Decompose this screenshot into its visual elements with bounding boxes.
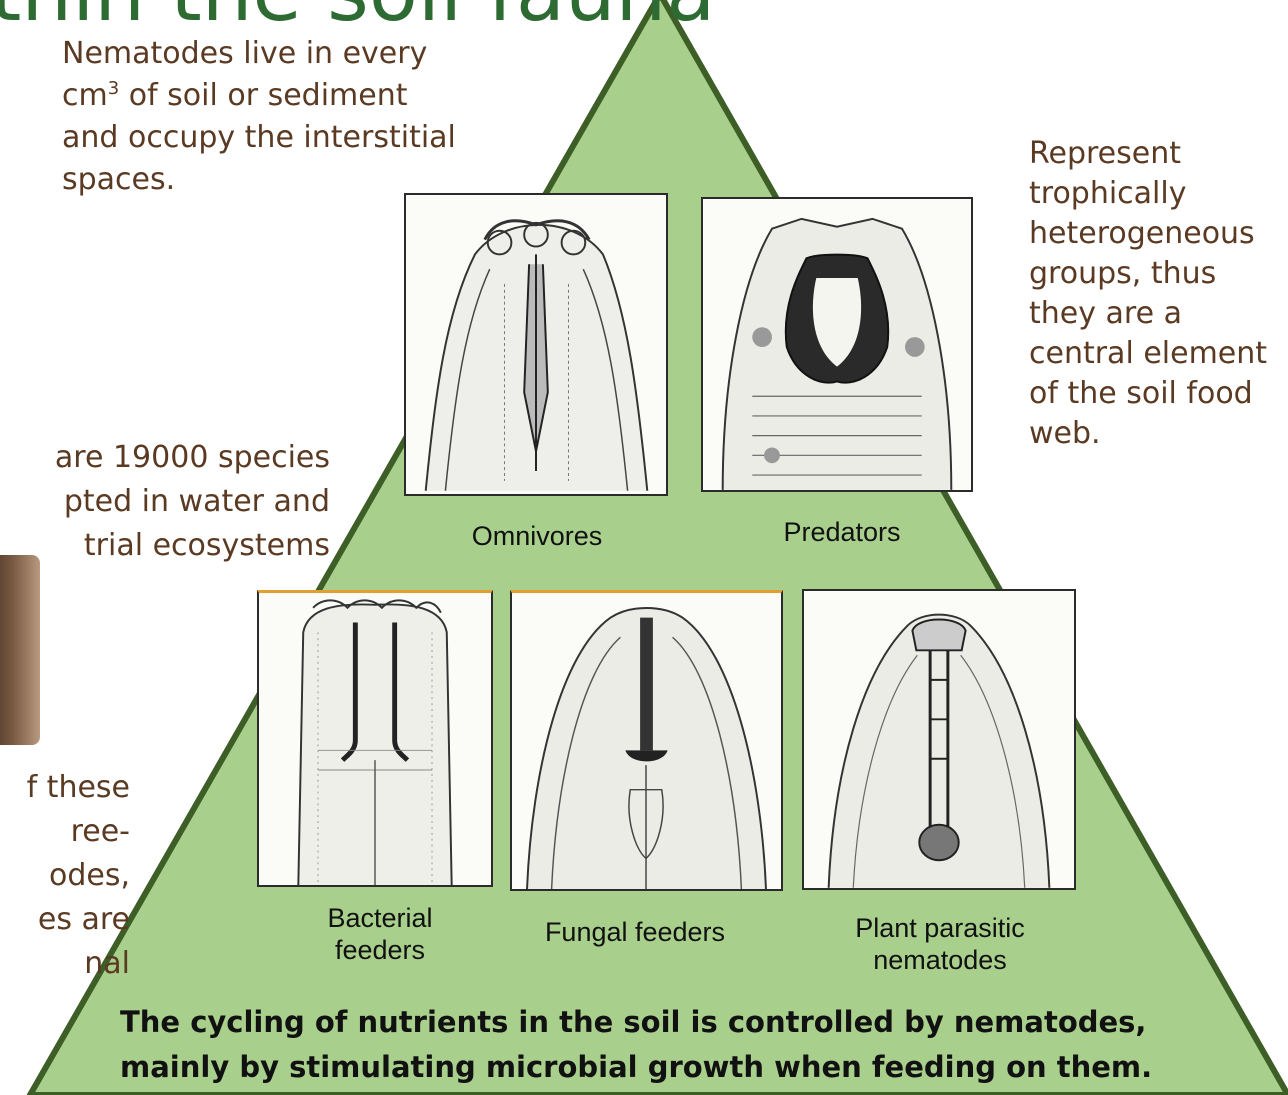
plant-parasitic-illustration [802,589,1076,890]
caption-bacterial-feeders: Bacterial feeders [280,902,480,966]
text-mid-left: are 19000 species pted in water and tria… [0,436,330,568]
predators-illustration [701,197,973,492]
caption-predators: Predators [742,516,942,548]
bottom-statement: The cycling of nutrients in the soil is … [120,1000,1260,1090]
caption-fungal-feeders: Fungal feeders [515,916,755,948]
text-bottom-left: f these ree- odes, es are nal [0,766,130,986]
nematode-photo-fragment [0,555,40,745]
bacterial-feeders-illustration [257,590,493,887]
omnivores-illustration [404,193,668,496]
fungal-feeders-illustration [510,590,783,891]
text-top-right: Represent trophically heterogeneous grou… [1029,134,1288,454]
caption-omnivores: Omnivores [437,520,637,552]
caption-plant-parasitic: Plant parasitic nematodes [805,912,1075,976]
text-top-left: Nematodes live in every cm3 of soil or s… [62,33,502,201]
